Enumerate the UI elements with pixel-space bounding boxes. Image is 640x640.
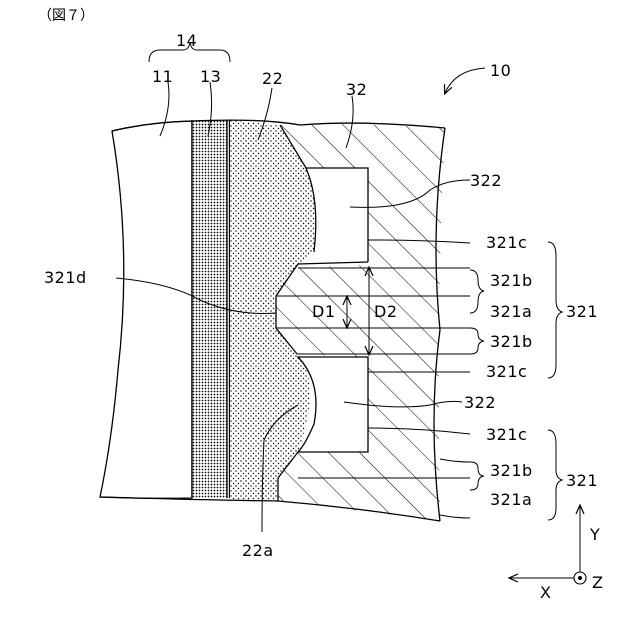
label-321a-3: 321a xyxy=(490,490,532,509)
axis-z-label: Z xyxy=(592,573,603,592)
label-11: 11 xyxy=(152,67,173,86)
brace-321b-bottom xyxy=(470,462,484,490)
layer-11 xyxy=(100,121,192,498)
label-321-1: 321 xyxy=(566,302,598,321)
axis-y-label: Y xyxy=(589,525,600,544)
label-32: 32 xyxy=(346,80,367,99)
label-d2: D2 xyxy=(374,302,398,321)
label-322-top: 322 xyxy=(470,171,502,190)
label-321a-1: 321a xyxy=(490,302,532,321)
label-321c-2: 321c xyxy=(486,362,527,381)
label-13: 13 xyxy=(200,67,221,86)
label-22a: 22a xyxy=(242,541,274,560)
label-322-bottom: 322 xyxy=(464,393,496,412)
label-321-2: 321 xyxy=(566,471,598,490)
layer-13 xyxy=(192,120,227,498)
axis-indicator: Y X Z xyxy=(510,506,603,602)
label-321b-2: 321b xyxy=(490,332,533,351)
label-321b-3: 321b xyxy=(490,461,533,480)
label-22: 22 xyxy=(262,69,283,88)
label-10: 10 xyxy=(490,61,511,80)
label-321c-1: 321c xyxy=(486,233,527,252)
brace-321b-top xyxy=(470,270,484,313)
label-321c-3: 321c xyxy=(486,425,527,444)
label-d1: D1 xyxy=(312,302,336,321)
label-321d: 321d xyxy=(44,268,87,287)
axis-x-label: X xyxy=(540,583,551,602)
brace-321b-mid xyxy=(470,328,484,354)
label-321b-1: 321b xyxy=(490,271,533,290)
brace-321-top xyxy=(548,242,562,378)
brace-321-bottom xyxy=(548,430,562,520)
label-14: 14 xyxy=(176,31,197,50)
figure-label: （図７） xyxy=(38,8,94,24)
